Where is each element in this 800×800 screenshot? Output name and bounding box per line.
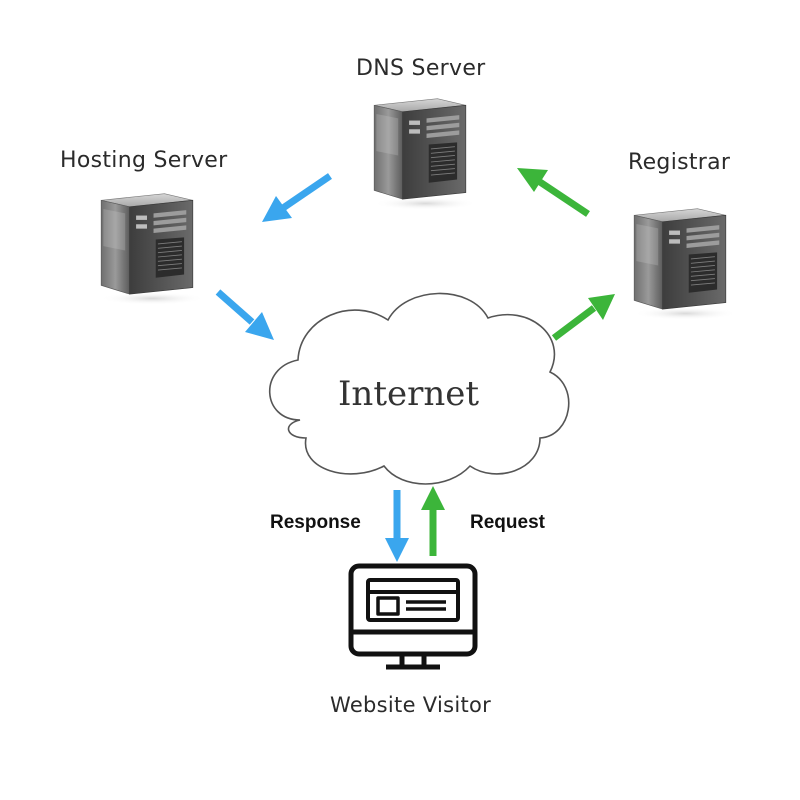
- internet-label: Internet: [338, 374, 480, 414]
- website-visitor-label: Website Visitor: [330, 693, 492, 717]
- arrow-hosting-to-internet: [215, 289, 274, 340]
- registrar-label: Registrar: [628, 150, 731, 175]
- internet-cloud-icon: [268, 292, 570, 485]
- request-label: Request: [470, 512, 545, 533]
- monitor-icon: [348, 563, 478, 670]
- hosting-server-icon: [99, 193, 202, 305]
- registrar-server-icon: [632, 208, 735, 320]
- arrow-internet-to-registrar: [551, 294, 615, 341]
- arrow-response-down: [385, 490, 409, 562]
- arrow-dns-to-hosting: [262, 173, 332, 222]
- dns-server-icon: [372, 98, 475, 210]
- arrow-registrar-to-dns: [517, 168, 590, 217]
- arrow-request-up: [421, 486, 445, 556]
- response-label: Response: [270, 512, 361, 533]
- hosting-server-label: Hosting Server: [60, 148, 228, 173]
- dns-server-label: DNS Server: [356, 56, 486, 81]
